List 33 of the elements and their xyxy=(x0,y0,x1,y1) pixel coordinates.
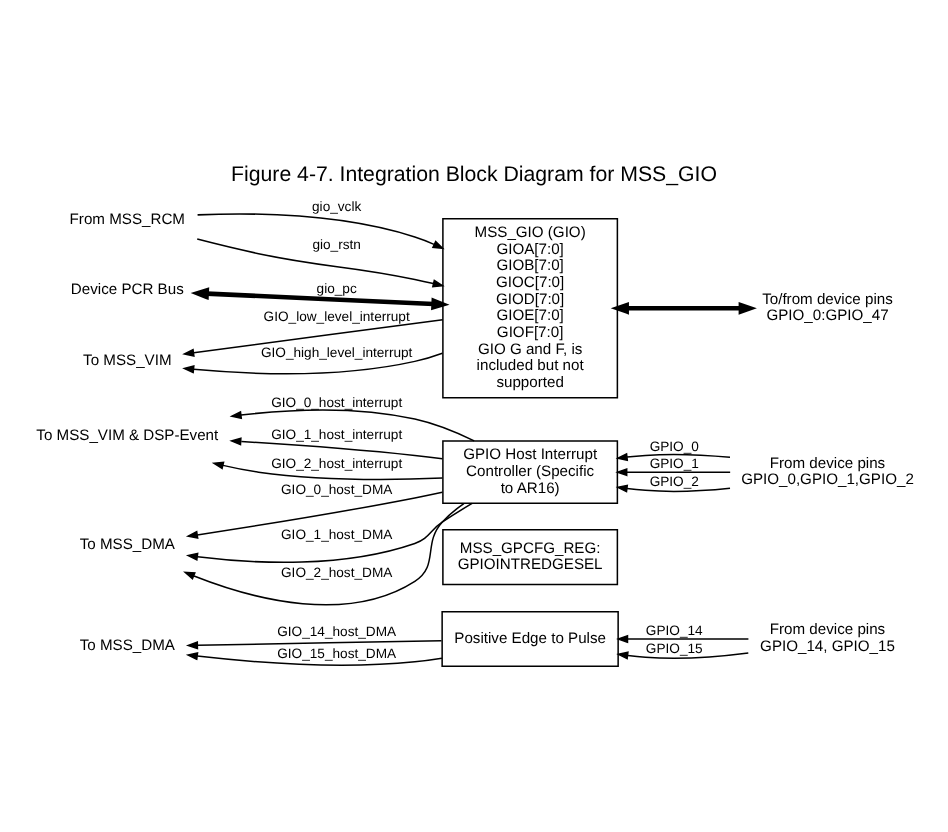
arrow xyxy=(185,639,443,650)
arrow xyxy=(211,461,444,481)
node-text: To MSS_DMA xyxy=(79,534,175,553)
arrow xyxy=(185,491,444,539)
arrow xyxy=(190,287,450,311)
node-text: To/from device pins GPIO_0:GPIO_47 xyxy=(762,289,893,325)
node-box: MSS_GIO (GIO) GIOA[7:0] GIOB[7:0] GIOC[7:0] GIOD[7:0] GIOE[7:0] GIOF[7:0] GIO G and F, is included but not supported xyxy=(442,218,619,399)
node-box: MSS_GPCFG_REG: GPIOINTREDGESEL xyxy=(442,529,619,586)
node-text: From MSS_RCM xyxy=(69,210,185,229)
node-text: From device pins GPIO_0,GPIO_1,GPIO_2 xyxy=(741,453,914,489)
arrow xyxy=(616,651,750,660)
arrow xyxy=(229,437,444,460)
arrow xyxy=(196,213,445,250)
node-text: From device pins GPIO_14, GPIO_15 xyxy=(760,620,895,656)
arrow xyxy=(610,301,757,315)
diagram-title: Figure 4-7. Integration Block Diagram for MSS_GIO xyxy=(231,163,717,188)
arrow xyxy=(182,352,444,375)
arrow xyxy=(229,409,475,442)
node-text: To MSS_VIM xyxy=(83,351,172,370)
arrow xyxy=(196,238,445,288)
arrow xyxy=(616,634,750,644)
arrow xyxy=(185,502,473,564)
node-text: To MSS_DMA xyxy=(79,636,175,655)
node-text: Device PCR Bus xyxy=(70,279,184,298)
arrow xyxy=(182,318,444,357)
arrow xyxy=(615,452,731,462)
arrow xyxy=(185,651,443,666)
node-box: Positive Edge to Pulse xyxy=(441,610,619,668)
node-box: GPIO Host Interrupt Controller (Specific to AR16) xyxy=(442,440,619,504)
node-text: To MSS_VIM & DSP-Event xyxy=(36,425,219,444)
arrow xyxy=(615,484,731,493)
arrow xyxy=(615,467,731,477)
arrow xyxy=(183,502,465,606)
